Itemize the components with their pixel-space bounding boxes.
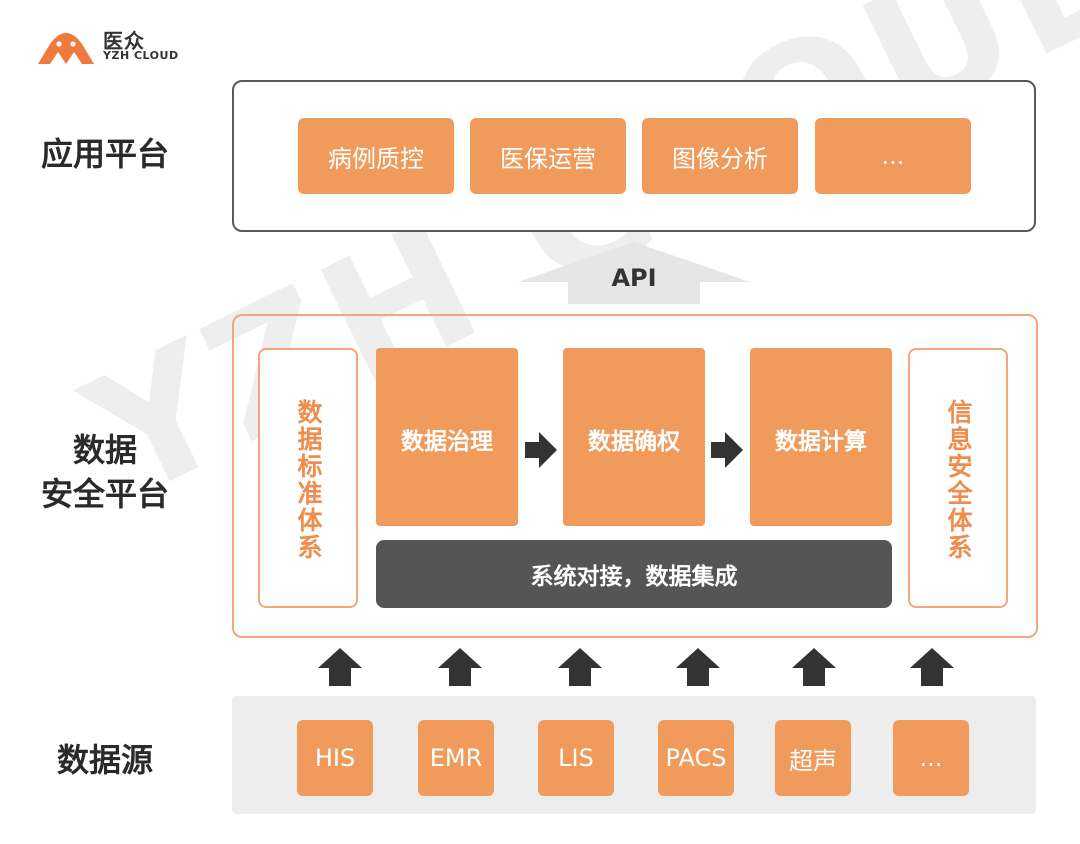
arrow-right-icon: [711, 432, 743, 468]
arrow-up-icon: [910, 648, 954, 686]
arrow-up-icon: [792, 648, 836, 686]
app-item: 医保运营: [470, 118, 626, 194]
process-ownership: 数据确权: [563, 348, 705, 526]
arrow-up-icon: [318, 648, 362, 686]
process-computation: 数据计算: [750, 348, 892, 526]
info-security-system: 信息安全体系: [908, 348, 1008, 608]
application-platform: 病例质控 医保运营 图像分析 ...: [232, 80, 1036, 232]
source-item: ...: [893, 720, 969, 796]
app-item: 病例质控: [298, 118, 454, 194]
arrow-up-icon: [676, 648, 720, 686]
row-label-application: 应用平台: [40, 135, 169, 173]
row-label-security-line1: 数据: [72, 431, 137, 469]
api-arrow: API: [518, 242, 750, 304]
row-label-security-line2: 安全平台: [40, 475, 169, 513]
data-standard-system: 数据标准体系: [258, 348, 358, 608]
arrow-up-icon: [558, 648, 602, 686]
arrow-right-icon: [525, 432, 557, 468]
data-standard-label: 数据标准体系: [294, 399, 323, 561]
logo: 医众 YZH CLOUD: [36, 22, 196, 66]
api-arrow-shape: [518, 242, 750, 304]
row-label-sources: 数据源: [56, 741, 153, 779]
source-item: PACS: [658, 720, 734, 796]
logo-name: 医众: [103, 29, 145, 53]
source-item: LIS: [538, 720, 614, 796]
source-item: 超声: [775, 720, 851, 796]
source-item: EMR: [418, 720, 494, 796]
arrow-up-icon: [438, 648, 482, 686]
process-governance: 数据治理: [376, 348, 518, 526]
source-item: HIS: [297, 720, 373, 796]
app-item: 图像分析: [642, 118, 798, 194]
logo-subtitle: YZH CLOUD: [103, 49, 179, 62]
security-platform: 数据标准体系 数据治理 数据确权 数据计算 系统对接，数据集成 信息安全体系: [232, 314, 1038, 638]
app-item: ...: [815, 118, 971, 194]
api-label: API: [611, 264, 657, 292]
info-security-label: 信息安全体系: [944, 399, 973, 561]
logo-icon: [38, 33, 94, 64]
data-sources: HIS EMR LIS PACS 超声 ...: [232, 696, 1036, 814]
integration-bar: 系统对接，数据集成: [376, 540, 892, 608]
